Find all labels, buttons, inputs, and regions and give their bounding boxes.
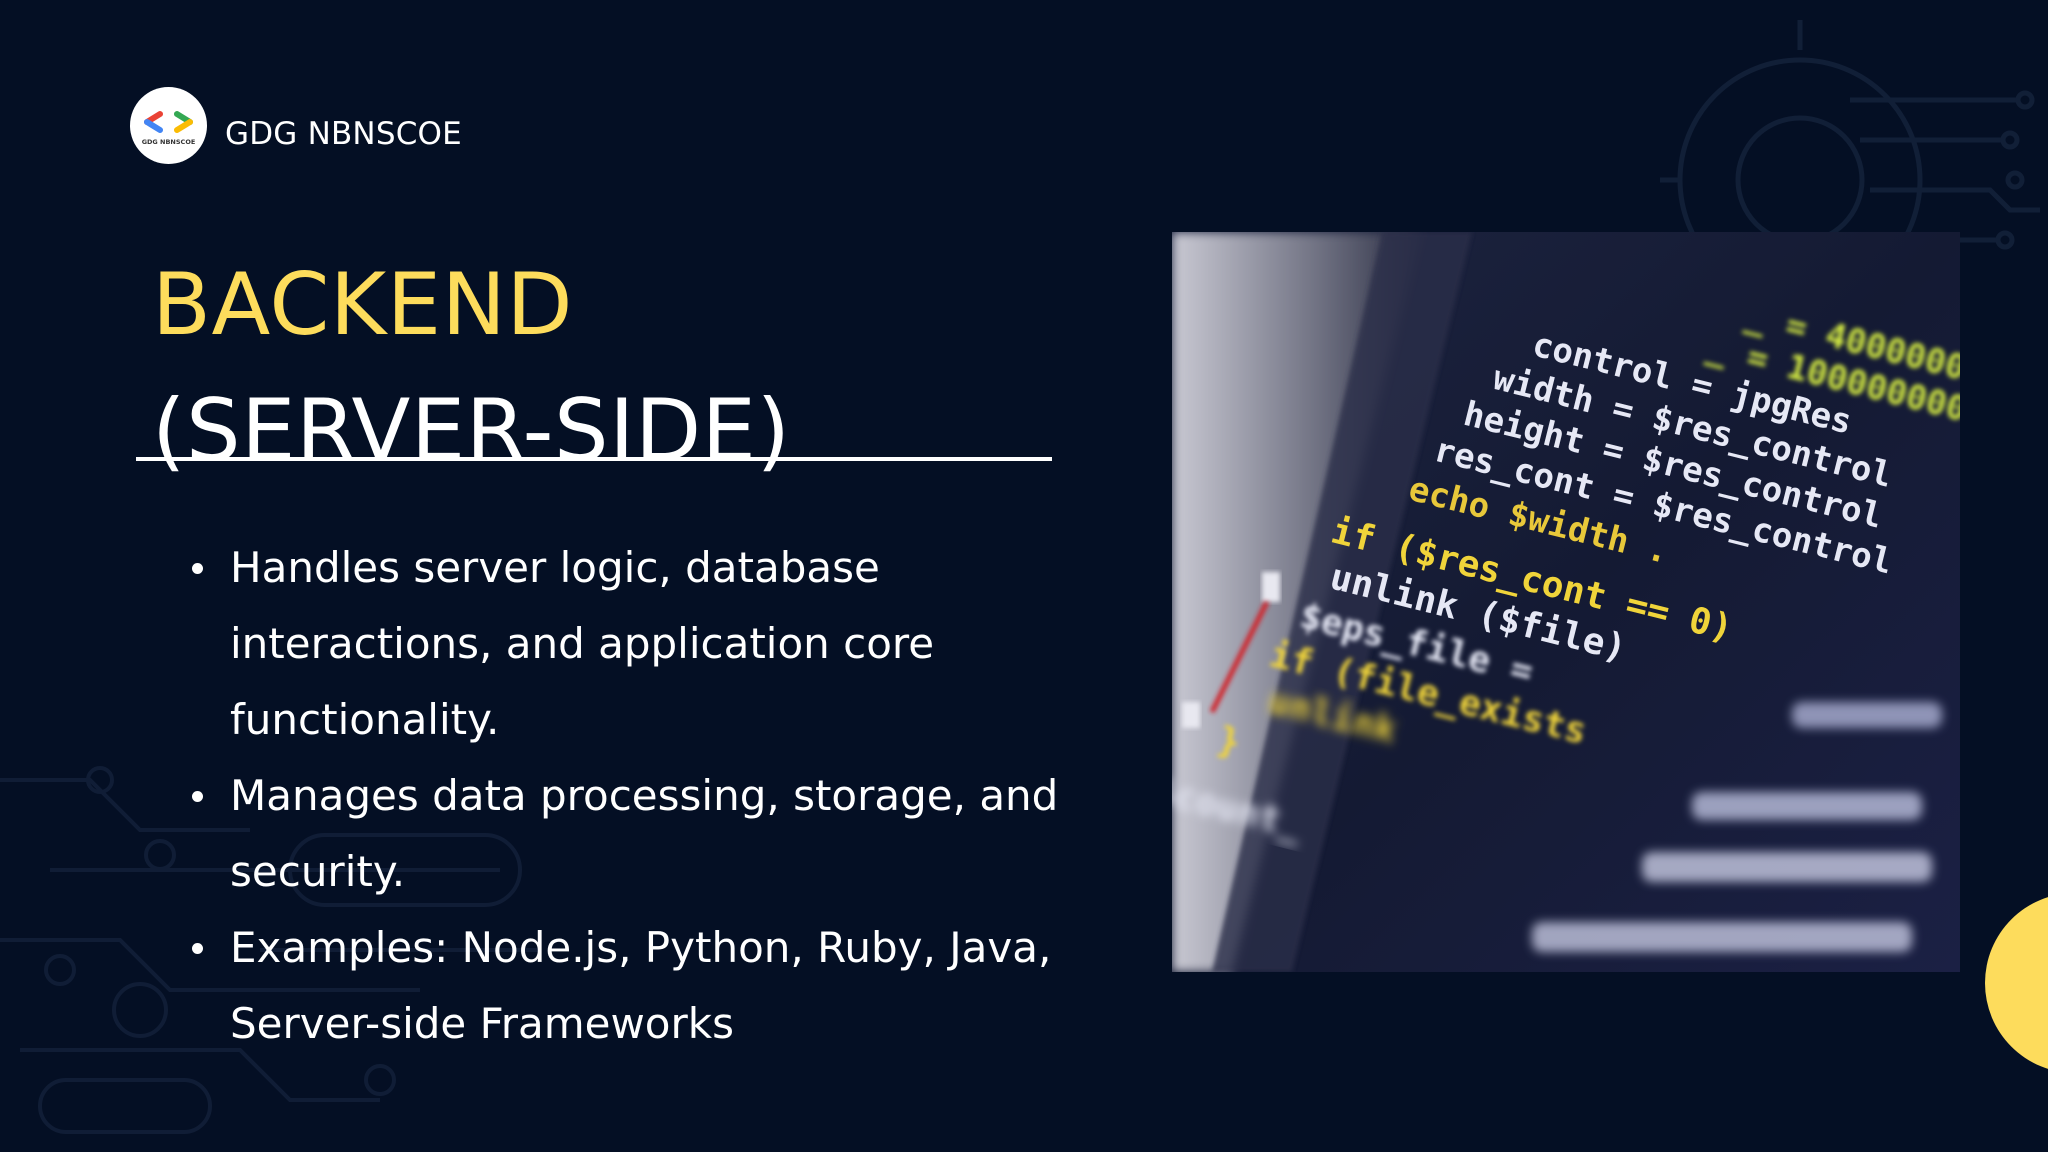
circuit-pattern-decoration [0,766,540,1134]
logo-caption: GDG NBNSCOE [142,138,196,146]
brand-name: GDG NBNSCOE [225,116,462,152]
bullet-list: Handles server logic, database interacti… [190,530,1090,1062]
title-line-2: (SERVER-SIDE) [152,381,791,481]
bullet-item: Examples: Node.js, Python, Ruby, Java, S… [190,910,1090,1062]
accent-circle-decoration [1985,893,2048,1073]
code-screen-image: _ = 4000000; _ = 1000000000 control = jp… [1172,232,1960,972]
gdg-brackets-icon: GDG NBNSCOE [142,111,196,146]
bullet-dot-icon [192,563,203,574]
title-line-1: BACKEND [152,255,574,355]
bullet-item: Handles server logic, database interacti… [190,530,1090,758]
code-screen-photo: _ = 4000000; _ = 1000000000 control = jp… [1172,232,1960,972]
bullet-text: Examples: Node.js, Python, Ruby, Java, S… [230,923,1052,1048]
bullet-text: Handles server logic, database interacti… [230,543,935,744]
title-underline [136,457,1052,461]
bullet-item: Manages data processing, storage, and se… [190,758,1090,910]
bullet-dot-icon [192,791,203,802]
bullet-text: Manages data processing, storage, and se… [230,771,1059,896]
bullet-dot-icon [192,943,203,954]
gdg-logo: GDG NBNSCOE [130,87,207,164]
